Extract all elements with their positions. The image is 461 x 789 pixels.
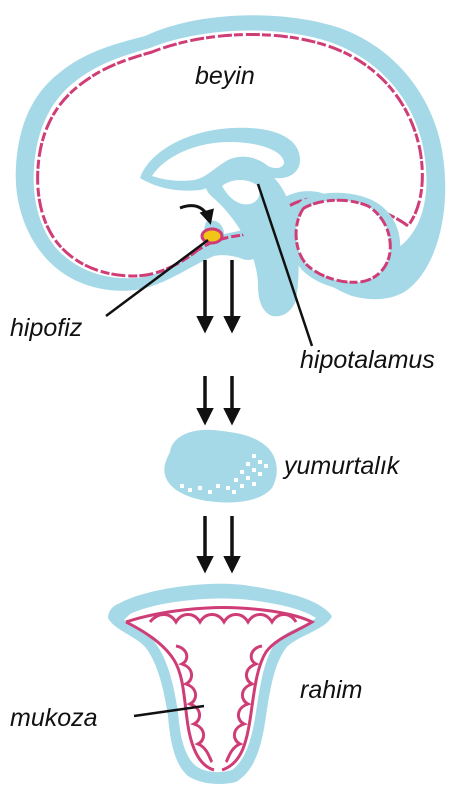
ovary <box>164 430 276 503</box>
brain-label: beyin <box>195 64 255 89</box>
ovary-label: yumurtalık <box>284 454 399 479</box>
uterus-inner <box>124 599 316 773</box>
uterus <box>108 584 332 784</box>
hypothalamus-label: hipotalamus <box>300 348 435 373</box>
ovary-body <box>164 430 276 503</box>
arrow-pair-3 <box>205 516 232 570</box>
pituitary-label: hipofiz <box>10 316 82 341</box>
arrow-pair-1 <box>205 260 232 330</box>
arrow-pair-2 <box>205 376 232 422</box>
uterus-label: rahim <box>300 678 363 703</box>
mucosa-label: mukoza <box>10 706 98 731</box>
